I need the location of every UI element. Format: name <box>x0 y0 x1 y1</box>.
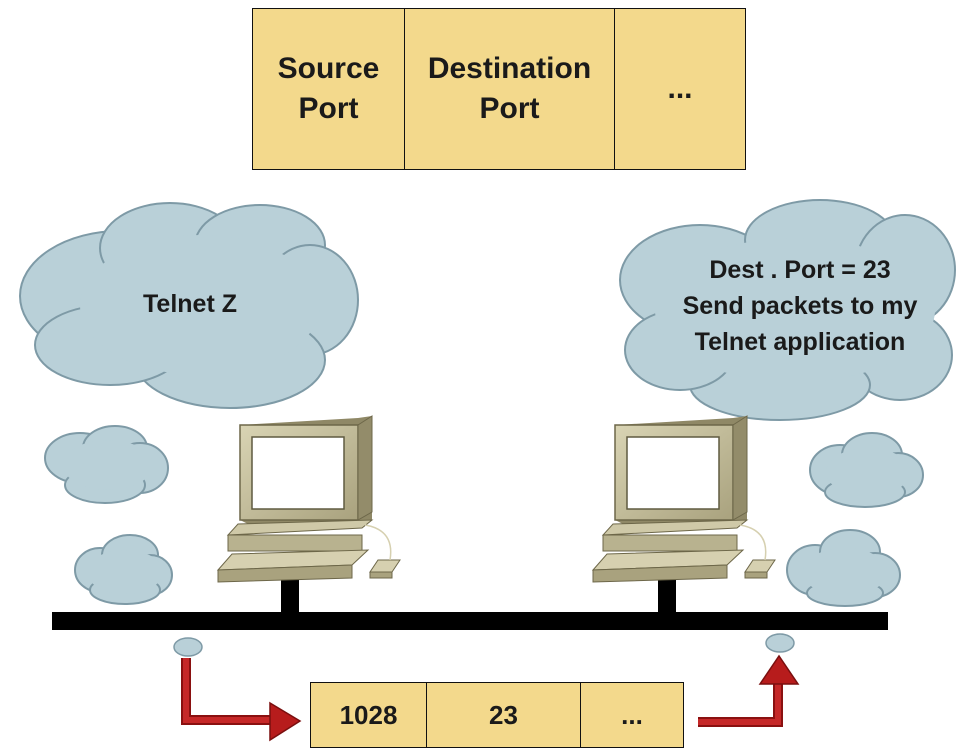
computer-right-drop <box>658 580 676 614</box>
field-more: ... <box>667 72 693 105</box>
segment-destination-port: 23 <box>427 683 581 747</box>
cloud-telnet-client <box>19 202 359 409</box>
small-cloud-right-2 <box>786 529 901 607</box>
field-destination-port: Destination Port <box>405 9 615 169</box>
cloud-left-label: Telnet Z <box>143 290 237 318</box>
cloud-right-line-3: Telnet application <box>694 328 906 356</box>
field-source-port: Source Port <box>253 9 405 169</box>
segment-source-port: 1028 <box>311 683 427 747</box>
cloud-telnet-server <box>619 199 956 421</box>
network-bus <box>52 612 888 630</box>
cloud-right-line-1: Dest . Port = 23 <box>709 256 891 284</box>
cloud-right-label: Dest . Port = 23 Send packets to my Teln… <box>645 252 955 360</box>
segment-more: ... <box>621 699 643 730</box>
computer-right <box>591 415 776 583</box>
packet-cloud-source <box>173 637 203 657</box>
small-cloud-left-1 <box>44 425 169 504</box>
computer-left <box>216 415 401 583</box>
arrow-into-segment <box>181 658 302 742</box>
packet-segment: 1028 23 ... <box>310 682 684 748</box>
cloud-right-line-2: Send packets to my <box>682 292 918 320</box>
arrow-out-of-segment <box>698 654 800 727</box>
small-cloud-left-2 <box>74 534 173 605</box>
small-cloud-right-1 <box>809 432 924 508</box>
tcp-header-fields: Source Port Destination Port ... <box>252 8 746 170</box>
computer-left-drop <box>281 580 299 614</box>
packet-cloud-destination <box>765 633 795 653</box>
